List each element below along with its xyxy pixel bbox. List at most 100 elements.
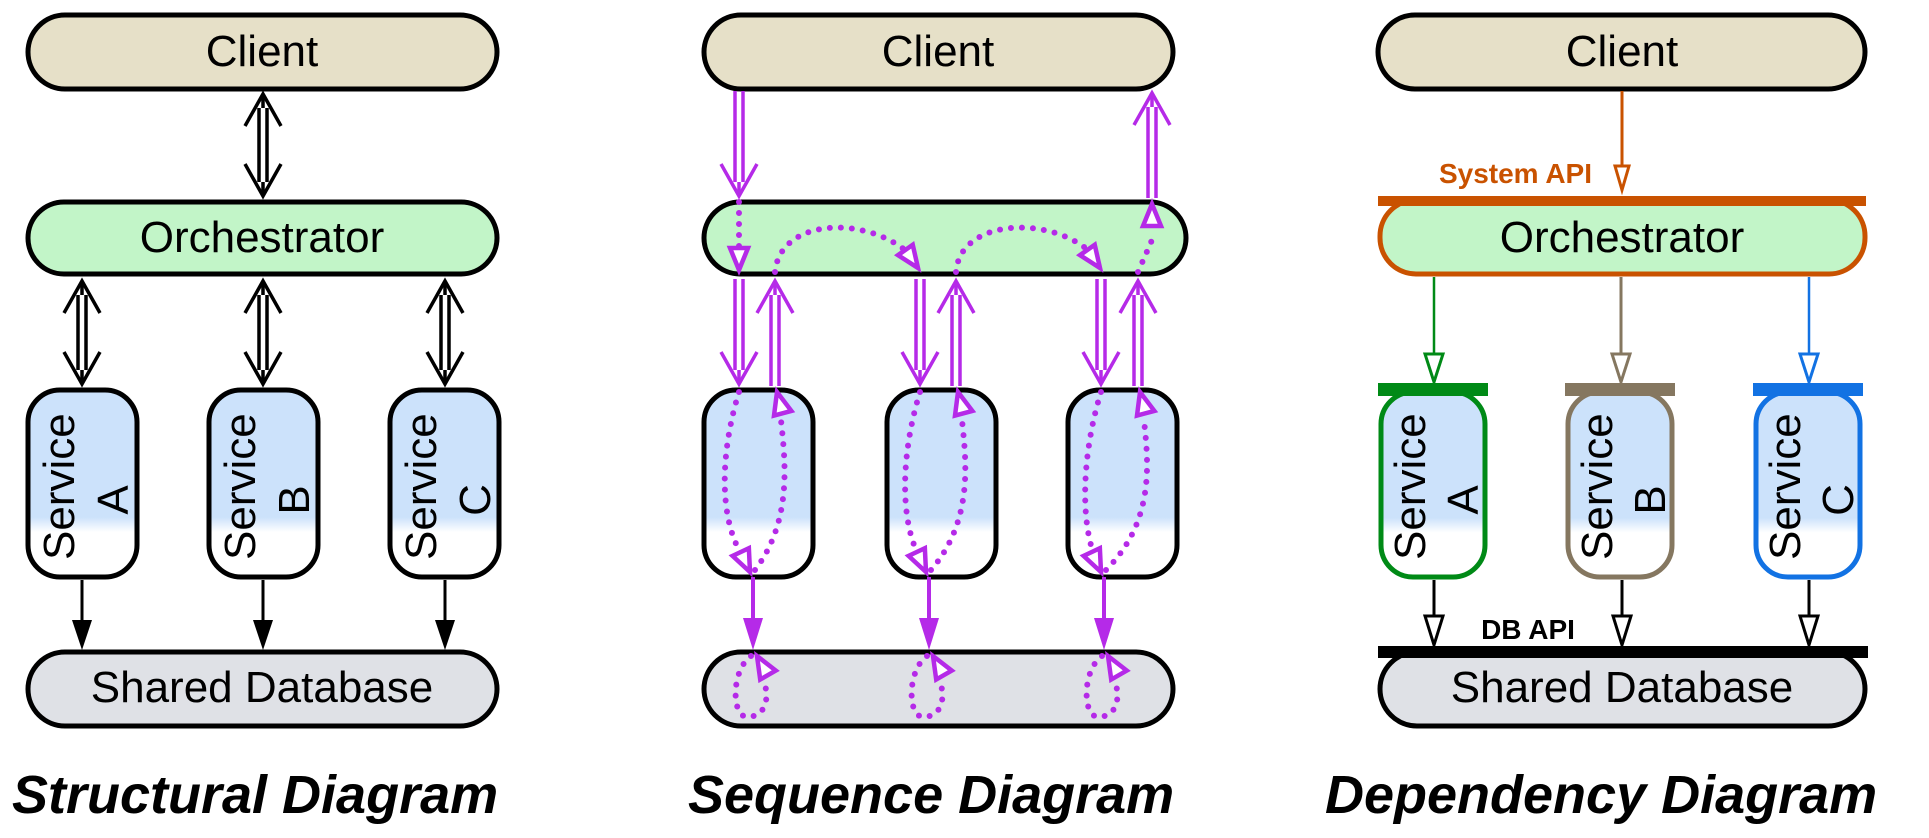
service-c-to-db-api-arrow xyxy=(1797,580,1821,651)
sequence-diagram: Client Sequence Diagram xyxy=(688,12,1189,825)
write-arrowhead-a xyxy=(743,618,763,650)
request-orchestrator-to-service-a xyxy=(719,279,759,388)
arrow-service-b-to-db xyxy=(253,580,273,650)
service-c-activation-head-up xyxy=(1134,386,1159,419)
orchestrator-flow-b-to-c-head xyxy=(1075,241,1104,273)
arrow-orchestrator-service-a xyxy=(62,277,102,388)
arrow-orchestrator-service-c xyxy=(425,277,465,388)
dependency-diagram-title: Dependency Diagram xyxy=(1325,765,1877,825)
db-api-label: DB API xyxy=(1481,614,1575,645)
service-b-node xyxy=(884,387,999,580)
service-b-activation-head-up xyxy=(952,386,977,419)
service-c-label-line1: Service xyxy=(397,413,446,560)
client-label: Client xyxy=(206,27,319,76)
database-node: Shared Database xyxy=(1377,646,1868,729)
orchestrator-flow-in-head xyxy=(726,245,752,276)
service-a-activation-up xyxy=(752,417,788,573)
orchestrator-node xyxy=(701,199,1189,277)
service-c-node xyxy=(1065,387,1180,580)
service-a-label-line1: Service xyxy=(1386,413,1435,560)
service-b-label-line2: B xyxy=(1626,485,1675,514)
service-c-api-bar xyxy=(1753,383,1863,396)
client-node: Client xyxy=(701,12,1176,92)
response-service-b-to-orchestrator xyxy=(936,277,976,386)
orchestrator-flow-out-head xyxy=(1139,198,1165,229)
orchestrator-flow-a-to-b-head xyxy=(893,241,922,273)
arrow-service-a-to-db xyxy=(72,580,92,650)
service-a-node: Service A xyxy=(1378,383,1488,580)
orchestrator-to-service-b-arrow xyxy=(1609,277,1633,387)
sequence-flows xyxy=(719,89,1172,720)
system-api-bar xyxy=(1378,196,1866,206)
database-label: Shared Database xyxy=(1451,663,1793,712)
bidirectional-arrows xyxy=(62,90,465,388)
sequence-diagram-title: Sequence Diagram xyxy=(688,765,1174,825)
service-b-activation-down xyxy=(902,389,924,563)
service-c-node: Service C xyxy=(1753,383,1863,580)
service-a-label-line2: A xyxy=(1439,485,1488,515)
service-b-node: Service B xyxy=(206,387,321,580)
db-loop-b xyxy=(908,653,946,720)
service-b-label-line1: Service xyxy=(216,413,265,560)
database-node xyxy=(701,649,1176,729)
service-a-api-bar xyxy=(1378,383,1488,396)
response-orchestrator-to-client xyxy=(1132,89,1172,198)
db-loop-a xyxy=(732,653,770,720)
service-b-to-db-api-arrow xyxy=(1610,580,1634,651)
orchestrator-node: Orchestrator xyxy=(25,199,500,277)
client-node: Client xyxy=(25,12,500,92)
db-loop-head-c xyxy=(1105,650,1131,684)
service-a-node: Service A xyxy=(25,387,140,580)
client-to-system-api-arrow xyxy=(1613,91,1631,196)
write-arrowhead-c xyxy=(1094,618,1114,650)
service-c-label-line2: C xyxy=(1814,484,1863,516)
service-c-activation-down xyxy=(1082,389,1104,563)
db-api-bar xyxy=(1378,646,1868,658)
response-service-a-to-orchestrator xyxy=(755,277,795,386)
service-b-activation-head-down xyxy=(904,544,929,578)
service-c-activation-head-down xyxy=(1079,544,1104,578)
service-a-node xyxy=(701,387,816,580)
arrow-service-c-to-db xyxy=(435,580,455,650)
client-node: Client xyxy=(1375,12,1868,92)
db-loop-head-b xyxy=(930,650,956,684)
orchestrator-to-service-a-arrow xyxy=(1422,277,1446,387)
service-b-api-bar xyxy=(1565,383,1675,396)
db-arrows xyxy=(72,580,455,650)
service-c-label-line1: Service xyxy=(1761,413,1810,560)
service-b-node: Service B xyxy=(1565,383,1675,580)
request-orchestrator-to-service-b xyxy=(900,279,940,388)
db-loop-c xyxy=(1083,653,1121,720)
client-label: Client xyxy=(1566,27,1679,76)
write-arrowhead-b xyxy=(919,618,939,650)
service-a-label-line2: A xyxy=(89,485,138,515)
structural-diagram: Client Orchestrator Service A Service B … xyxy=(12,12,502,825)
response-service-c-to-orchestrator xyxy=(1118,277,1158,386)
orchestrator-label: Orchestrator xyxy=(140,213,385,262)
system-api-label: System API xyxy=(1439,158,1592,189)
service-b-label-line1: Service xyxy=(1573,413,1622,560)
orchestrator-label: Orchestrator xyxy=(1500,213,1745,262)
database-node: Shared Database xyxy=(25,649,500,729)
request-orchestrator-to-service-c xyxy=(1081,279,1121,388)
service-a-activation-head-up xyxy=(771,386,796,419)
arrow-client-orchestrator xyxy=(243,90,283,200)
service-b-label-line2: B xyxy=(270,485,319,514)
structural-diagram-title: Structural Diagram xyxy=(12,765,498,825)
database-label: Shared Database xyxy=(91,663,433,712)
arrow-orchestrator-service-b xyxy=(243,277,283,388)
service-a-to-db-api-arrow xyxy=(1422,580,1446,651)
orchestrator-node: Orchestrator xyxy=(1377,196,1868,277)
service-b-activation-up xyxy=(928,417,969,573)
service-c-node: Service C xyxy=(387,387,502,580)
db-loop-head-a xyxy=(754,650,780,684)
service-c-label-line2: C xyxy=(451,484,500,516)
orchestrator-to-service-c-arrow xyxy=(1797,277,1821,387)
dependency-diagram: Client System API Orchestrator Servi xyxy=(1325,12,1877,825)
request-client-to-orchestrator xyxy=(719,91,759,200)
service-a-activation-head-down xyxy=(728,544,753,578)
service-c-activation-up xyxy=(1103,417,1150,573)
client-label: Client xyxy=(882,27,995,76)
service-a-activation-down xyxy=(721,389,748,563)
